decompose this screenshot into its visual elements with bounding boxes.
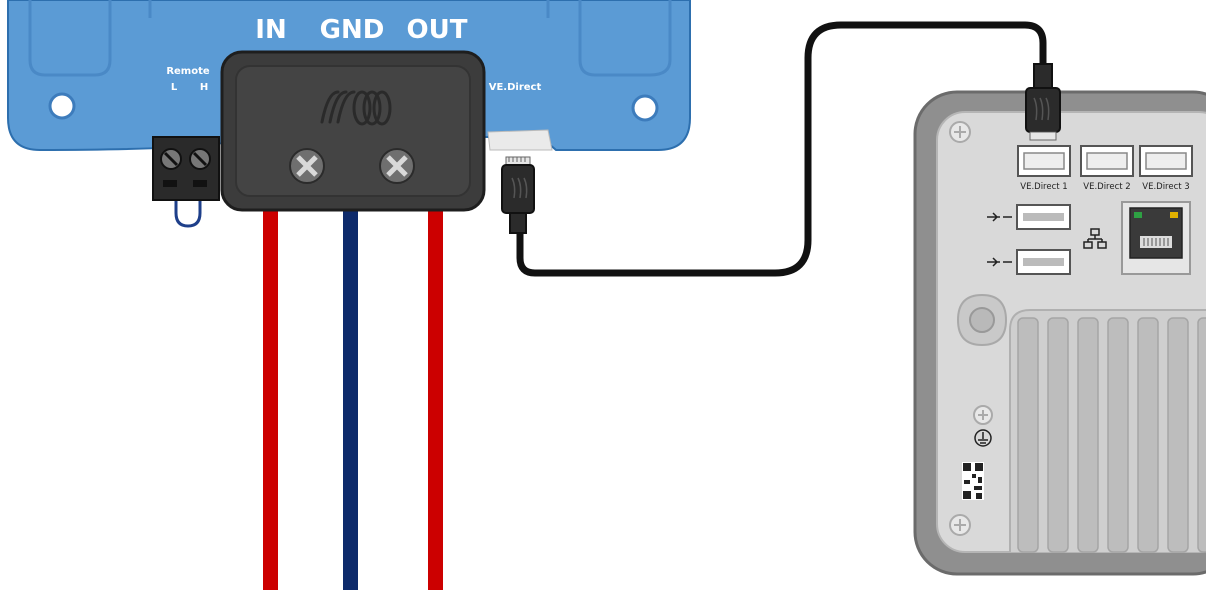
network-icon: [1083, 228, 1107, 249]
usb-icon-2: [987, 257, 1012, 267]
terminal-screw-left-icon: [289, 148, 325, 184]
terminal-label-in: IN: [255, 15, 286, 45]
ve-direct-port-3[interactable]: [1139, 145, 1193, 177]
remote-label: Remote: [166, 66, 210, 77]
terminal-label-gnd: GND: [320, 15, 385, 45]
remote-label-h: H: [200, 82, 208, 93]
mounting-hole-left: [48, 92, 76, 120]
ve-direct-port-2-label: VE.Direct 2: [1083, 182, 1130, 192]
terminal-screw-right-icon: [379, 148, 415, 184]
earth-symbol-icon: [974, 429, 992, 447]
ve-direct-label: VE.Direct: [489, 82, 542, 93]
usb-icon-1: [987, 212, 1012, 222]
ve-direct-plug-device: [1025, 63, 1061, 141]
cable-out: [428, 205, 443, 590]
ve-direct-port-1-label: VE.Direct 1: [1020, 182, 1067, 192]
ve-direct-port-3-label: VE.Direct 3: [1142, 182, 1189, 192]
ethernet-port[interactable]: [1121, 201, 1191, 275]
device-screw-bottom-icon: [949, 514, 971, 536]
ve-direct-plug-converter: [501, 156, 535, 234]
ground-screw-icon: [973, 405, 993, 425]
terminal-label-out: OUT: [407, 15, 468, 45]
device-mount-hole-icon: [956, 293, 1008, 347]
cable-in: [263, 205, 278, 590]
usb-port-2[interactable]: [1016, 249, 1071, 275]
ve-direct-port-2[interactable]: [1080, 145, 1134, 177]
remote-label-l: L: [171, 82, 178, 93]
ve-direct-port-1[interactable]: [1017, 145, 1071, 177]
victron-logo-icon: [320, 90, 392, 126]
gx-device: VE.Direct 1 VE.Direct 2 VE.Direct 3: [913, 90, 1206, 576]
usb-port-1[interactable]: [1016, 204, 1071, 230]
terminal-cover: [220, 50, 486, 212]
remote-connector: [152, 136, 220, 228]
qr-code-icon: [962, 462, 984, 500]
mounting-hole-right: [631, 94, 659, 122]
heatsink-fins: [1009, 309, 1206, 553]
cable-gnd: [343, 205, 358, 590]
ve-direct-cable: [516, 21, 1047, 277]
device-screw-top-icon: [949, 121, 971, 143]
